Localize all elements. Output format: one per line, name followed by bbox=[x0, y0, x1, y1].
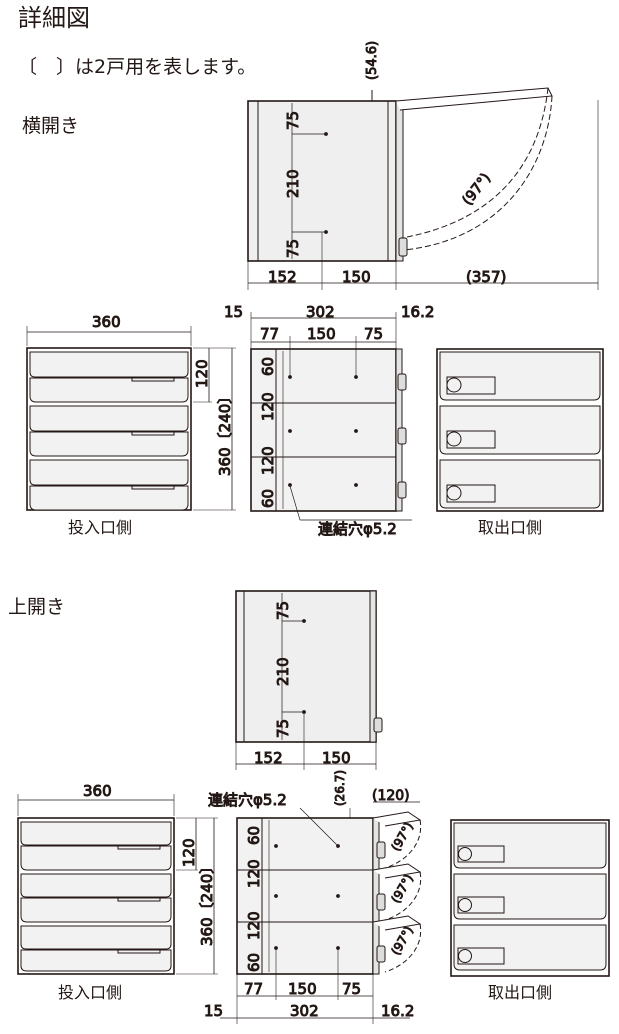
dim-16-2: 16.2 bbox=[401, 303, 434, 321]
dim-360-240-height-2: 360〔240〕 bbox=[198, 859, 216, 946]
dim-150-holes: 150 bbox=[307, 325, 336, 343]
dim-120-unit: 120 bbox=[193, 359, 211, 388]
top-open-stack-side bbox=[220, 801, 422, 1024]
dim-302-2: 302 bbox=[290, 1002, 319, 1020]
dim-54-6: (54.6) bbox=[365, 41, 380, 80]
dim-120-d: 120 bbox=[245, 911, 263, 940]
dim-302: 302 bbox=[306, 303, 335, 321]
top-open-side-view bbox=[235, 590, 383, 770]
dim-60-top-2: 60 bbox=[245, 826, 263, 845]
dim-152: 152 bbox=[268, 268, 297, 286]
dim-120-b: 120 bbox=[259, 446, 277, 475]
dim-60-bottom: 60 bbox=[259, 489, 277, 508]
dim-120-unit-2: 120 bbox=[180, 838, 198, 867]
top-open-insert-front bbox=[17, 794, 218, 975]
section-label-top-open: 上開き bbox=[8, 596, 66, 618]
dim-75-upper: 75 bbox=[284, 111, 302, 130]
dim-15-2: 15 bbox=[204, 1002, 223, 1020]
dim-360-width-2: 360 bbox=[83, 782, 112, 800]
hole-label-2: 連結穴φ5.2 bbox=[208, 791, 287, 809]
page-title: 詳細図 bbox=[18, 4, 90, 32]
dim-150-holes-2: 150 bbox=[288, 980, 317, 998]
dim-120-a: 120 bbox=[259, 392, 277, 421]
dim-60-bottom-2: 60 bbox=[245, 953, 263, 972]
side-open-takeout-front bbox=[436, 348, 604, 512]
dim-75-holes-2: 75 bbox=[342, 980, 361, 998]
caption-insert-side-2: 投入口側 bbox=[58, 983, 123, 1002]
top-open-takeout-front bbox=[450, 819, 610, 977]
bracket-note: 〔 〕は2戸用を表します。 bbox=[18, 56, 257, 78]
dim-60-top: 60 bbox=[259, 357, 277, 376]
caption-takeout-side-1: 取出口側 bbox=[478, 518, 543, 537]
dim-77-2: 77 bbox=[244, 980, 263, 998]
side-open-insert-front bbox=[26, 326, 236, 511]
dim-97-angle: (97°) bbox=[460, 170, 495, 208]
dim-357: (357) bbox=[466, 268, 506, 286]
dim-210: 210 bbox=[284, 169, 302, 198]
section-label-side-open: 横開き bbox=[22, 115, 80, 137]
dim-15: 15 bbox=[224, 303, 243, 321]
dim-75-lower-2: 75 bbox=[274, 719, 292, 738]
dim-120-paren: (120) bbox=[372, 788, 410, 804]
dim-150: 150 bbox=[342, 268, 371, 286]
dim-75-upper-2: 75 bbox=[274, 601, 292, 620]
side-open-side-view bbox=[247, 87, 599, 290]
dim-75-lower: 75 bbox=[284, 239, 302, 258]
dim-16-2-b: 16.2 bbox=[381, 1002, 414, 1020]
dim-360-240-height: 360〔240〕 bbox=[216, 389, 234, 476]
caption-takeout-side-2: 取出口側 bbox=[488, 983, 553, 1002]
dim-75-holes: 75 bbox=[364, 325, 383, 343]
dim-210-2: 210 bbox=[274, 657, 292, 686]
side-open-stack-side bbox=[250, 312, 412, 521]
dim-360-width: 360 bbox=[92, 313, 121, 331]
caption-insert-side-1: 投入口側 bbox=[68, 518, 133, 537]
hole-label-1: 連結穴φ5.2 bbox=[318, 520, 397, 538]
dim-150-2: 150 bbox=[322, 749, 351, 767]
dim-77: 77 bbox=[260, 325, 279, 343]
dim-26-7: (26.7) bbox=[333, 770, 347, 806]
dim-120-c: 120 bbox=[245, 859, 263, 888]
dim-152-2: 152 bbox=[254, 749, 283, 767]
